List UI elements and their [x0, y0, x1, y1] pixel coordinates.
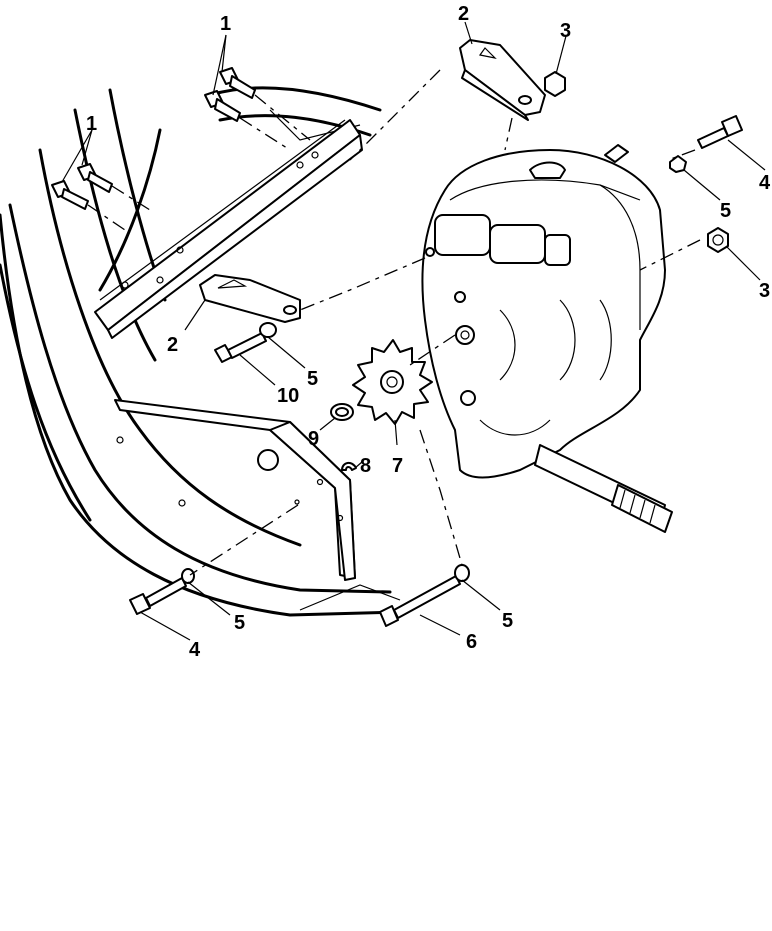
callout-3-right: 3	[759, 280, 770, 302]
bolt-6	[379, 564, 470, 627]
output-shaft	[534, 444, 673, 533]
callout-5-lower-left: 5	[234, 612, 245, 634]
callout-4-right: 4	[759, 172, 771, 194]
bolt-set-left	[51, 163, 113, 210]
assembly-lines	[87, 69, 701, 576]
callout-6: 6	[466, 631, 477, 653]
callout-2-lower: 2	[167, 334, 178, 356]
bolt-4-lower	[129, 568, 195, 615]
callout-3-top: 3	[560, 20, 571, 42]
callout-9: 9	[308, 428, 319, 450]
nut-3-right	[707, 227, 729, 253]
callout-5-right: 5	[720, 200, 731, 222]
gearcase-housing	[421, 144, 666, 479]
callout-5-lower-right: 5	[502, 610, 513, 632]
callout-4-lower: 4	[189, 639, 201, 661]
callout-10: 10	[277, 385, 299, 407]
callout-7: 7	[392, 455, 403, 477]
lower-flat-bracket	[114, 399, 356, 581]
bolt-4-right	[697, 115, 743, 149]
bolt-10	[214, 322, 277, 363]
leader-lines	[61, 21, 766, 641]
mount-bracket-upper	[459, 39, 546, 121]
callout-labels: 1 1 2 2 3 3 4 4 5 5 5 5 6 7 8 9 10	[86, 3, 771, 661]
washer-5-right	[669, 155, 687, 173]
upper-channel-bracket	[94, 119, 363, 339]
callout-2-top: 2	[458, 3, 469, 25]
sprocket	[352, 339, 433, 425]
callout-5-middle: 5	[307, 368, 318, 390]
callout-8: 8	[360, 455, 371, 477]
mount-bracket-lower	[199, 274, 301, 323]
nut-3-top	[544, 71, 566, 97]
callout-1-top: 1	[220, 13, 231, 35]
frame-rails	[0, 86, 402, 617]
bolt-set-upper	[204, 67, 256, 122]
callout-1-left: 1	[86, 113, 97, 135]
retainer-clip	[341, 462, 357, 471]
snap-ring	[330, 403, 354, 421]
